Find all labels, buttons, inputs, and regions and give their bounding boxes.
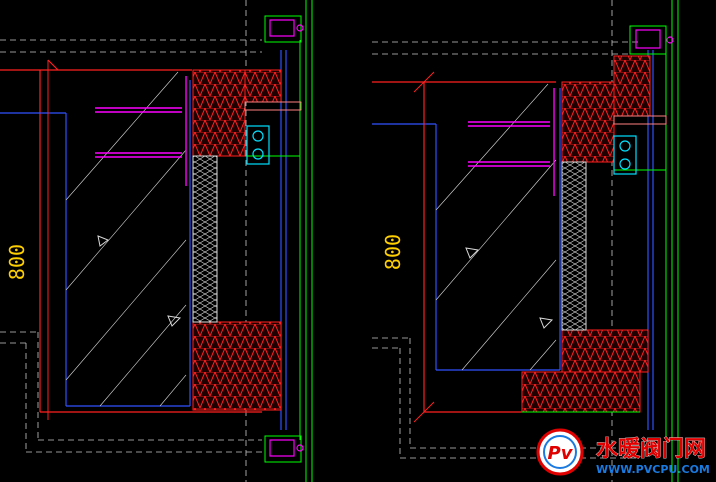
right-frame-lines [522,0,679,482]
left-dimension-label: 800 [5,244,29,280]
left-section-view: 800 [0,0,313,482]
left-concrete-outline [0,59,262,413]
right-top-profile [635,29,674,49]
left-anchor-bolts [95,76,187,186]
right-insulation-bottom [561,329,649,373]
watermark: Pv 水暖阀门网 WWW.PVCPU.COM [536,428,710,476]
right-insulation-top-right [613,55,651,117]
right-anchor-bolts [468,88,555,196]
left-frame-lines [245,0,313,482]
left-slab-blue [0,50,287,430]
right-dimension-line [413,71,435,423]
watermark-logo-icon: Pv [536,428,584,476]
right-insulation-top [561,81,615,163]
watermark-brand-url: WWW.PVCPU.COM [596,463,710,476]
left-insulation-top-right [244,69,282,103]
right-triangle-marker-1 [465,247,480,259]
left-top-profile [269,19,304,37]
left-triangle-marker-1 [97,235,110,247]
right-insulation-base [521,371,641,413]
left-bottom-profile [269,439,304,457]
right-mineral-wool [561,161,587,331]
watermark-logo-letters: Pv [548,443,574,464]
left-insulation-top [192,69,246,157]
right-bracket [613,135,637,175]
watermark-brand-cn: 水暖阀门网 [596,436,706,462]
left-triangle-marker-2 [167,315,182,327]
left-mineral-wool [192,155,218,323]
right-triangle-marker-2 [539,317,554,329]
right-section-view: 800 [372,0,679,482]
left-steel-plate [244,101,302,111]
left-concrete-hatch [65,71,187,407]
right-concrete-hatch [435,83,557,371]
left-insulation-bottom [192,321,282,411]
right-steel-plate [613,115,667,125]
left-bracket [246,125,270,165]
right-dimension-label: 800 [381,234,405,270]
